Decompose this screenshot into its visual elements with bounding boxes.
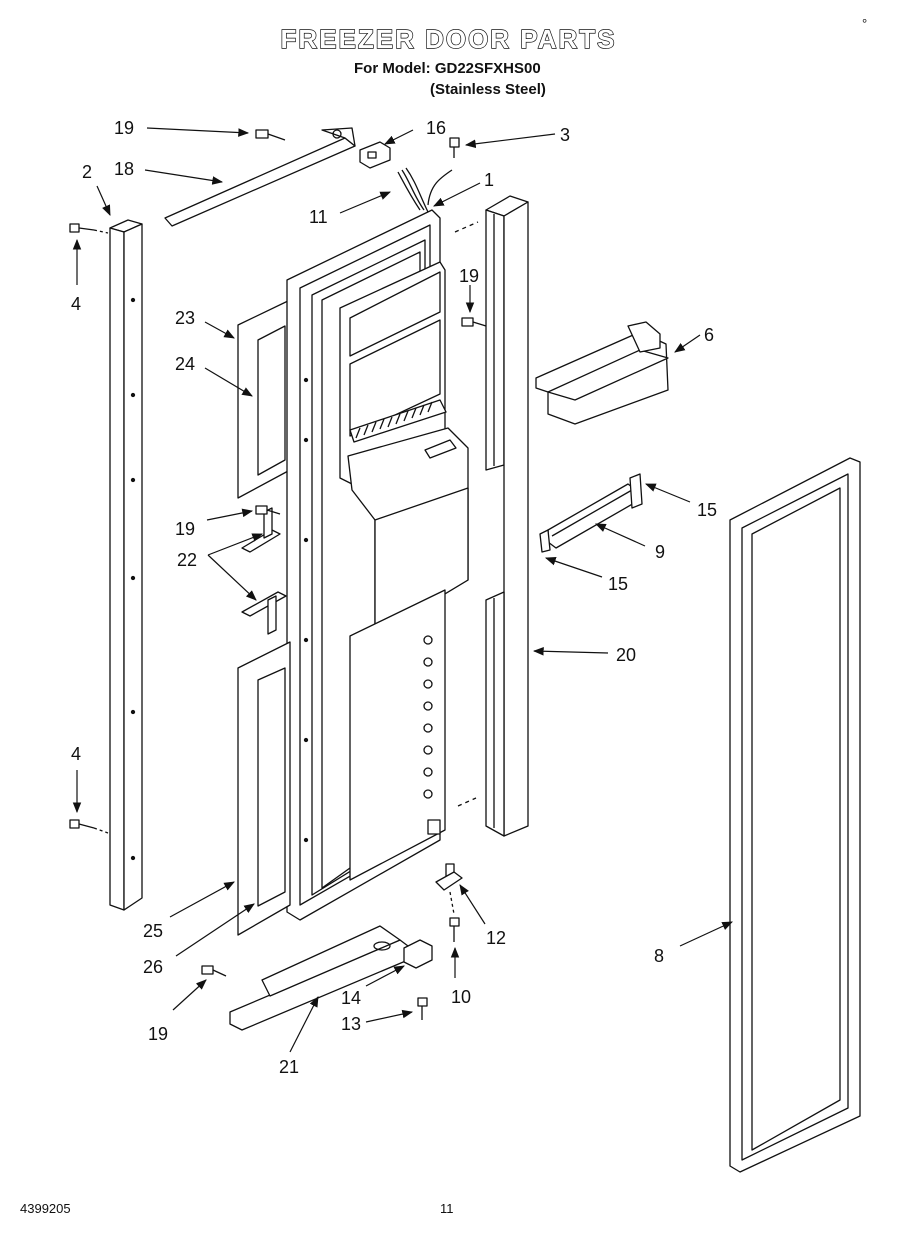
bolt-top (449, 137, 460, 158)
callout-23: 23 (175, 308, 195, 328)
callout-18: 18 (114, 159, 134, 179)
upper-door-panel (237, 299, 291, 499)
screw-bracket (255, 505, 281, 515)
hinge-screw (449, 917, 460, 942)
document-number: 4399205 (20, 1201, 71, 1216)
callout-20: 20 (616, 645, 636, 665)
left-trim-strip (109, 219, 143, 911)
callout-1: 1 (484, 170, 494, 190)
bottom-trim-bar (229, 925, 409, 1031)
model-line: For Model: GD22SFXHS00 (354, 60, 541, 77)
door-liner (286, 209, 469, 921)
callout-19: 19 (175, 519, 195, 539)
lower-door-panel (237, 641, 291, 936)
callout-22: 22 (177, 550, 197, 570)
callout-10: 10 (451, 987, 471, 1007)
hinge-block (403, 939, 433, 969)
hinge-pin (435, 863, 463, 891)
callout-4: 4 (71, 294, 81, 314)
hinge-bracket-lower (241, 591, 287, 635)
callout-19: 19 (114, 118, 134, 138)
callout-25: 25 (143, 921, 163, 941)
right-trim-strip (485, 195, 529, 837)
callout-24: 24 (175, 354, 195, 374)
wire-connector (359, 141, 391, 169)
shelf-rail (547, 483, 637, 549)
callout-16: 16 (426, 118, 446, 138)
wire-harness (397, 167, 453, 213)
callout-8: 8 (654, 946, 664, 966)
door-gasket (729, 457, 861, 1173)
callout-15: 15 (608, 574, 628, 594)
callout-15: 15 (697, 500, 717, 520)
screw-lower-left (69, 819, 109, 834)
callout-13: 13 (341, 1014, 361, 1034)
leader-lines (72, 127, 733, 1053)
screw-top (255, 129, 286, 141)
callout-4: 4 (71, 744, 81, 764)
screw-bottom (201, 965, 227, 977)
door-bin (535, 321, 669, 425)
callout-21: 21 (279, 1057, 299, 1077)
hinge-block-screw (417, 997, 428, 1020)
callout-6: 6 (704, 325, 714, 345)
callout-12: 12 (486, 928, 506, 948)
page-number: 11 (440, 1201, 454, 1216)
rail-end-cap-upper (629, 473, 643, 509)
top-trim-bar (164, 127, 356, 227)
callout-3: 3 (560, 125, 570, 145)
corner-mark: ° (862, 16, 868, 31)
callout-11: 11 (309, 207, 328, 227)
screw-upper-left (69, 223, 109, 234)
dispenser-grille (349, 399, 447, 443)
callout-9: 9 (655, 542, 665, 562)
callout-2: 2 (82, 162, 92, 182)
finish-line: (Stainless Steel) (430, 81, 546, 98)
callout-14: 14 (341, 988, 361, 1008)
rail-end-cap-lower (539, 529, 551, 553)
callout-labels: 19 16 3 2 18 1 11 4 19 23 6 24 15 19 9 2… (71, 118, 717, 1077)
callout-19: 19 (148, 1024, 168, 1044)
screw-upper-right (461, 317, 487, 327)
diagram-title: FREEZER DOOR PARTS (280, 23, 617, 54)
callout-26: 26 (143, 957, 163, 977)
callout-19: 19 (459, 266, 479, 286)
